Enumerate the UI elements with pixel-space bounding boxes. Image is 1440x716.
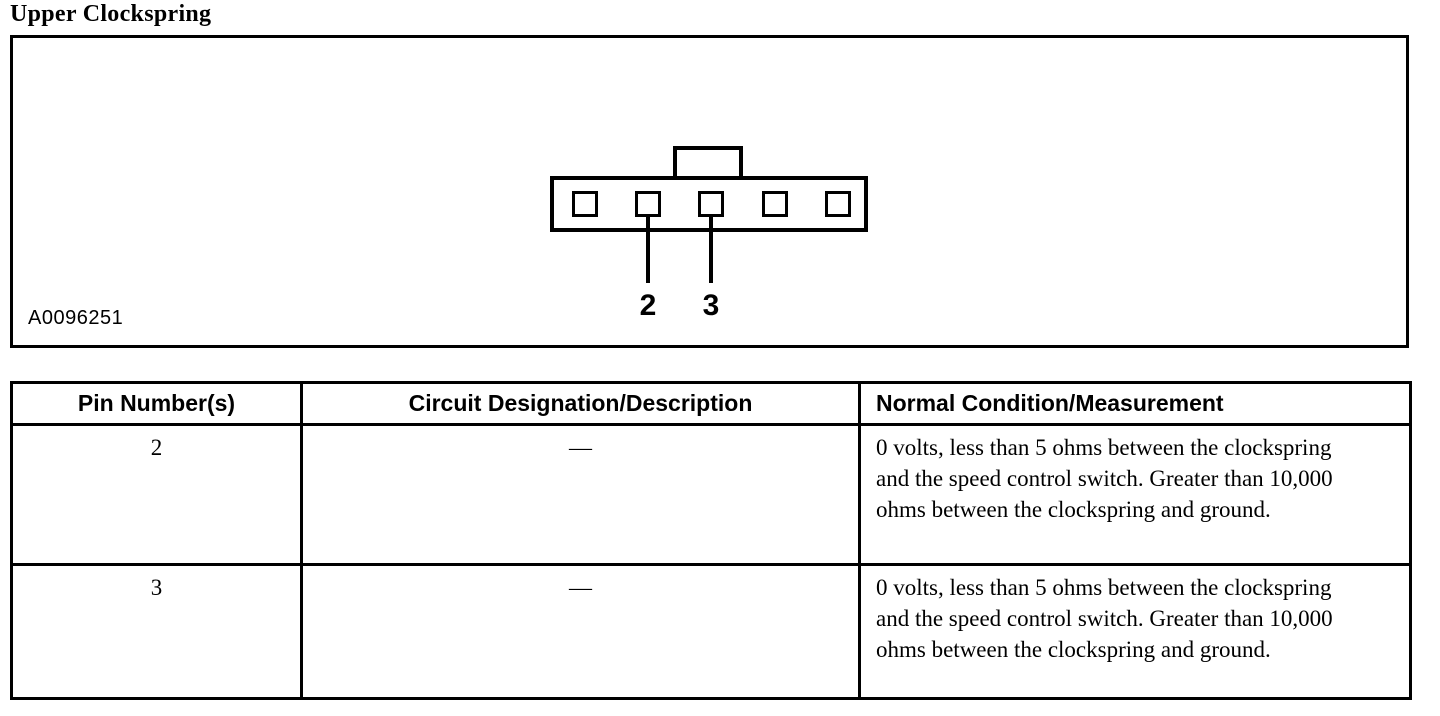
pin-3-callout-label: 3 [702, 289, 720, 322]
connector-pin-cavity [635, 191, 661, 217]
connector-pin-cavity [825, 191, 851, 217]
circuit-designation-cell: — [300, 423, 861, 566]
pin-number-cell: 2 [10, 423, 303, 566]
connector-pin-cavity [762, 191, 788, 217]
table-header-row: Pin Number(s) Circuit Designation/Descri… [10, 381, 1412, 426]
table-row: 3 — 0 volts, less than 5 ohms between th… [10, 563, 1412, 700]
pin-2-leader-line [646, 217, 650, 283]
header-circuit-designation: Circuit Designation/Description [300, 381, 861, 426]
page-title: Upper Clockspring [10, 1, 212, 27]
pin-number-cell: 3 [10, 563, 303, 700]
connector-pin-cavity [572, 191, 598, 217]
connector-figure-frame: 2 3 A0096251 [10, 35, 1409, 348]
figure-id-label: A0096251 [28, 307, 124, 329]
header-normal-condition: Normal Condition/Measurement [858, 381, 1412, 426]
normal-condition-cell: 0 volts, less than 5 ohms between the cl… [858, 563, 1412, 700]
connector-key-tab [673, 146, 743, 180]
header-pin-numbers: Pin Number(s) [10, 381, 303, 426]
connector-body [550, 176, 868, 232]
connector-pin-cavity [698, 191, 724, 217]
circuit-designation-cell: — [300, 563, 861, 700]
normal-condition-cell: 0 volts, less than 5 ohms between the cl… [858, 423, 1412, 566]
pin-2-callout-label: 2 [639, 289, 657, 322]
table-row: 2 — 0 volts, less than 5 ohms between th… [10, 423, 1412, 566]
pin-3-leader-line [709, 217, 713, 283]
pin-measurement-table: Pin Number(s) Circuit Designation/Descri… [10, 381, 1412, 700]
